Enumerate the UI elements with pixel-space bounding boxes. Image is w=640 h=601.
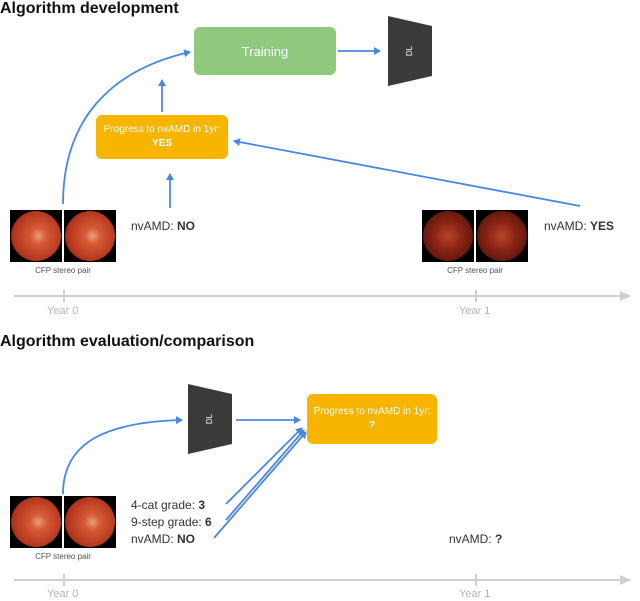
arrow-cfp-to-dl xyxy=(62,416,183,495)
cfp-caption: CFP stereo pair xyxy=(447,266,503,275)
dl-label: DL xyxy=(205,413,214,424)
fundus-image xyxy=(10,496,62,548)
status-value: NO xyxy=(177,532,196,546)
fundus-image xyxy=(10,210,62,262)
cat-grade: 4-cat grade: 3 xyxy=(131,498,205,512)
cfp-caption: CFP stereo pair xyxy=(35,266,91,275)
dl-label: DL xyxy=(405,45,414,56)
cfp-caption: CFP stereo pair xyxy=(35,552,91,561)
fundus-image xyxy=(64,210,116,262)
training-box: Training xyxy=(194,27,336,75)
year1-status: nvAMD: YES xyxy=(544,219,614,233)
arrow-step-grade-to-progress xyxy=(225,429,305,521)
year0-status: nvAMD: NO xyxy=(131,532,195,546)
fundus-image xyxy=(422,210,474,262)
fundus-image xyxy=(64,496,116,548)
grade-label: 9-step grade: xyxy=(131,515,206,529)
status-label: nvAMD: xyxy=(131,532,178,546)
step-grade: 9-step grade: 6 xyxy=(131,515,212,529)
arrow-cat-grade-to-progress xyxy=(225,427,303,505)
progress-value: YES xyxy=(151,138,172,149)
progress-text-label: Progress to nvAMD in 1yr: xyxy=(313,406,431,417)
timeline-label-year1: Year 1 xyxy=(459,588,491,600)
progress-text: Progress to nvAMD in 1yr: YES xyxy=(102,123,222,151)
grade-label: 4-cat grade: xyxy=(131,498,199,512)
status-label: nvAMD: xyxy=(544,219,591,233)
status-value: YES xyxy=(590,219,615,233)
section-title-evaluation: Algorithm evaluation/comparison xyxy=(0,333,255,350)
status-label: nvAMD: xyxy=(131,219,178,233)
timeline-label-year0: Year 0 xyxy=(47,305,79,317)
year1-status: nvAMD: ? xyxy=(449,532,502,546)
year0-status: nvAMD: NO xyxy=(131,219,195,233)
arrow-cfp-to-training xyxy=(62,49,191,205)
arrow-nvamd-to-progress xyxy=(213,431,307,539)
timeline-label-year0: Year 0 xyxy=(47,588,79,600)
section-title-development: Algorithm development xyxy=(0,0,179,17)
dl-block: DL xyxy=(388,16,432,86)
progress-text: Progress to nvAMD in 1yr: ? xyxy=(313,405,431,433)
progress-text-label: Progress to nvAMD in 1yr: xyxy=(103,124,221,135)
status-value: ? xyxy=(495,532,503,546)
status-value: NO xyxy=(177,219,196,233)
status-label: nvAMD: xyxy=(449,532,496,546)
timeline-label-year1: Year 1 xyxy=(459,305,491,317)
progress-value: ? xyxy=(368,420,376,431)
grade-value: 6 xyxy=(205,515,212,529)
arrow-year1-to-progress xyxy=(233,138,581,207)
progress-box: Progress to nvAMD in 1yr: YES xyxy=(96,115,228,159)
dl-block: DL xyxy=(188,384,232,454)
grade-value: 3 xyxy=(198,498,206,512)
progress-box: Progress to nvAMD in 1yr: ? xyxy=(307,394,437,444)
fundus-image xyxy=(476,210,528,262)
training-label: Training xyxy=(241,43,289,59)
